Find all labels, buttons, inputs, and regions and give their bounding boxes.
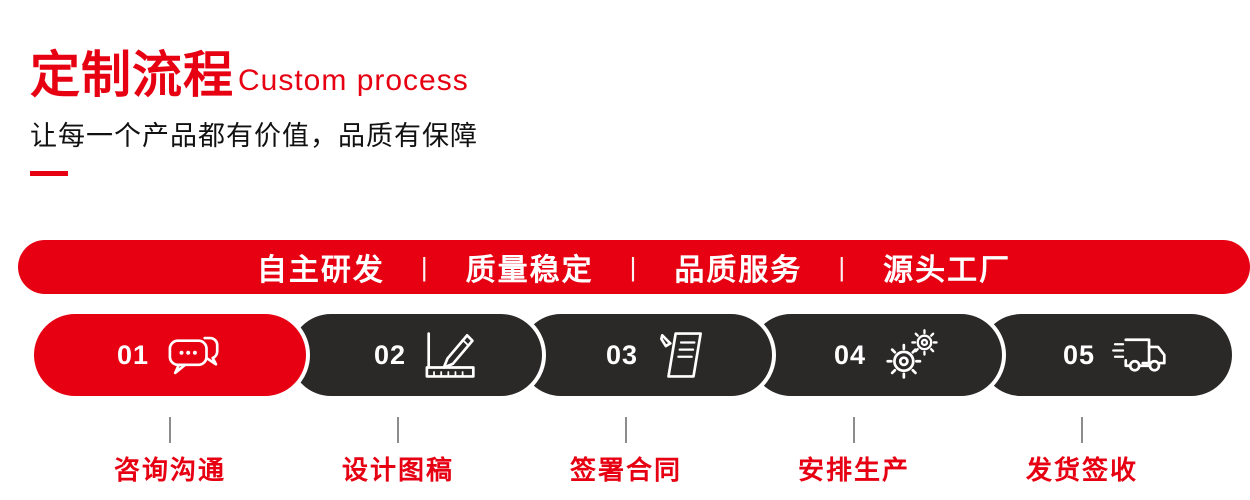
step-number-4: 04	[833, 339, 867, 370]
step-number-3: 03	[605, 339, 639, 370]
section-subtitle: 让每一个产品都有价值，品质有保障	[30, 121, 478, 151]
step-pill-3: 03	[516, 310, 776, 400]
step-tick-1	[169, 417, 171, 443]
feature-item-4: 源头工厂	[883, 254, 1012, 287]
feature-item-3: 品质服务	[674, 254, 803, 287]
chat-bubbles-icon	[165, 330, 223, 380]
accent-dash	[30, 171, 68, 176]
gears-icon	[882, 329, 940, 381]
step-label-3: 签署合同	[569, 455, 682, 485]
section-title-cn: 定制流程	[30, 47, 234, 103]
step-tick-3	[625, 417, 627, 443]
step-number-1: 01	[116, 339, 150, 370]
process-steps: 01 02	[0, 310, 1250, 410]
delivery-truck-icon	[1111, 329, 1171, 381]
feature-separator: |	[838, 251, 848, 282]
step-tick-2	[397, 417, 399, 443]
section-title-row: 定制流程 Custom process	[30, 50, 478, 100]
feature-separator: |	[629, 251, 639, 282]
feature-separator: |	[420, 251, 430, 282]
step-label-5: 发货签收	[1025, 455, 1138, 485]
features-banner: 自主研发 | 质量稳定 | 品质服务 | 源头工厂	[18, 240, 1250, 294]
ruler-pencil-icon	[422, 330, 480, 380]
step-pill-5: 05	[976, 310, 1236, 400]
step-number-2: 02	[373, 339, 407, 370]
step-label-2: 设计图稿	[341, 455, 454, 485]
contract-document-icon	[654, 330, 708, 380]
step-label-4: 安排生产	[797, 455, 910, 485]
section-header: 定制流程 Custom process 让每一个产品都有价值，品质有保障	[30, 50, 478, 176]
section-title-en: Custom process	[238, 64, 469, 97]
step-pill-4: 04	[746, 310, 1006, 400]
step-pill-2: 02	[286, 310, 546, 400]
step-pill-1: 01	[30, 310, 310, 400]
step-number-5: 05	[1062, 339, 1096, 370]
step-tick-5	[1081, 417, 1083, 443]
feature-item-2: 质量稳定	[465, 254, 594, 287]
step-label-1: 咨询沟通	[113, 455, 226, 485]
step-tick-4	[853, 417, 855, 443]
feature-item-1: 自主研发	[256, 254, 385, 287]
